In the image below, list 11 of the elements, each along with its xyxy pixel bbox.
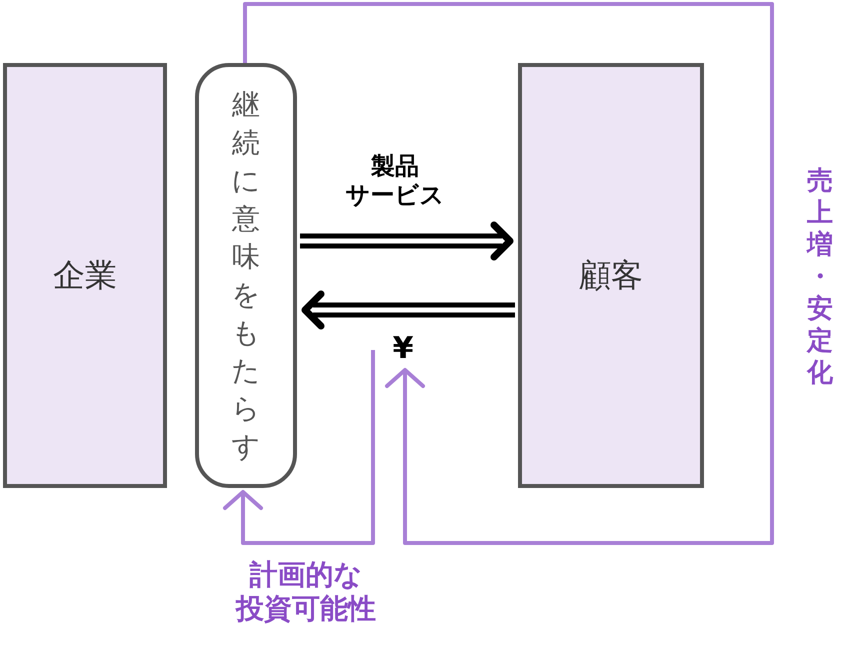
arrow: [243, 2, 774, 545]
arrow: [223, 350, 375, 545]
edge-label: 製品サービス: [344, 152, 446, 210]
arrow: [298, 222, 514, 260]
process-box: 企業: [3, 63, 167, 488]
process-box: 顧客: [518, 63, 704, 488]
rounded-box: 継続に意味をもたらす: [195, 63, 297, 488]
edge-label: 売上増・安定化: [805, 165, 834, 389]
arrow: [302, 290, 518, 330]
edge-label: 計画的な投資可能性: [234, 558, 377, 626]
currency-symbol: ¥: [388, 330, 418, 366]
